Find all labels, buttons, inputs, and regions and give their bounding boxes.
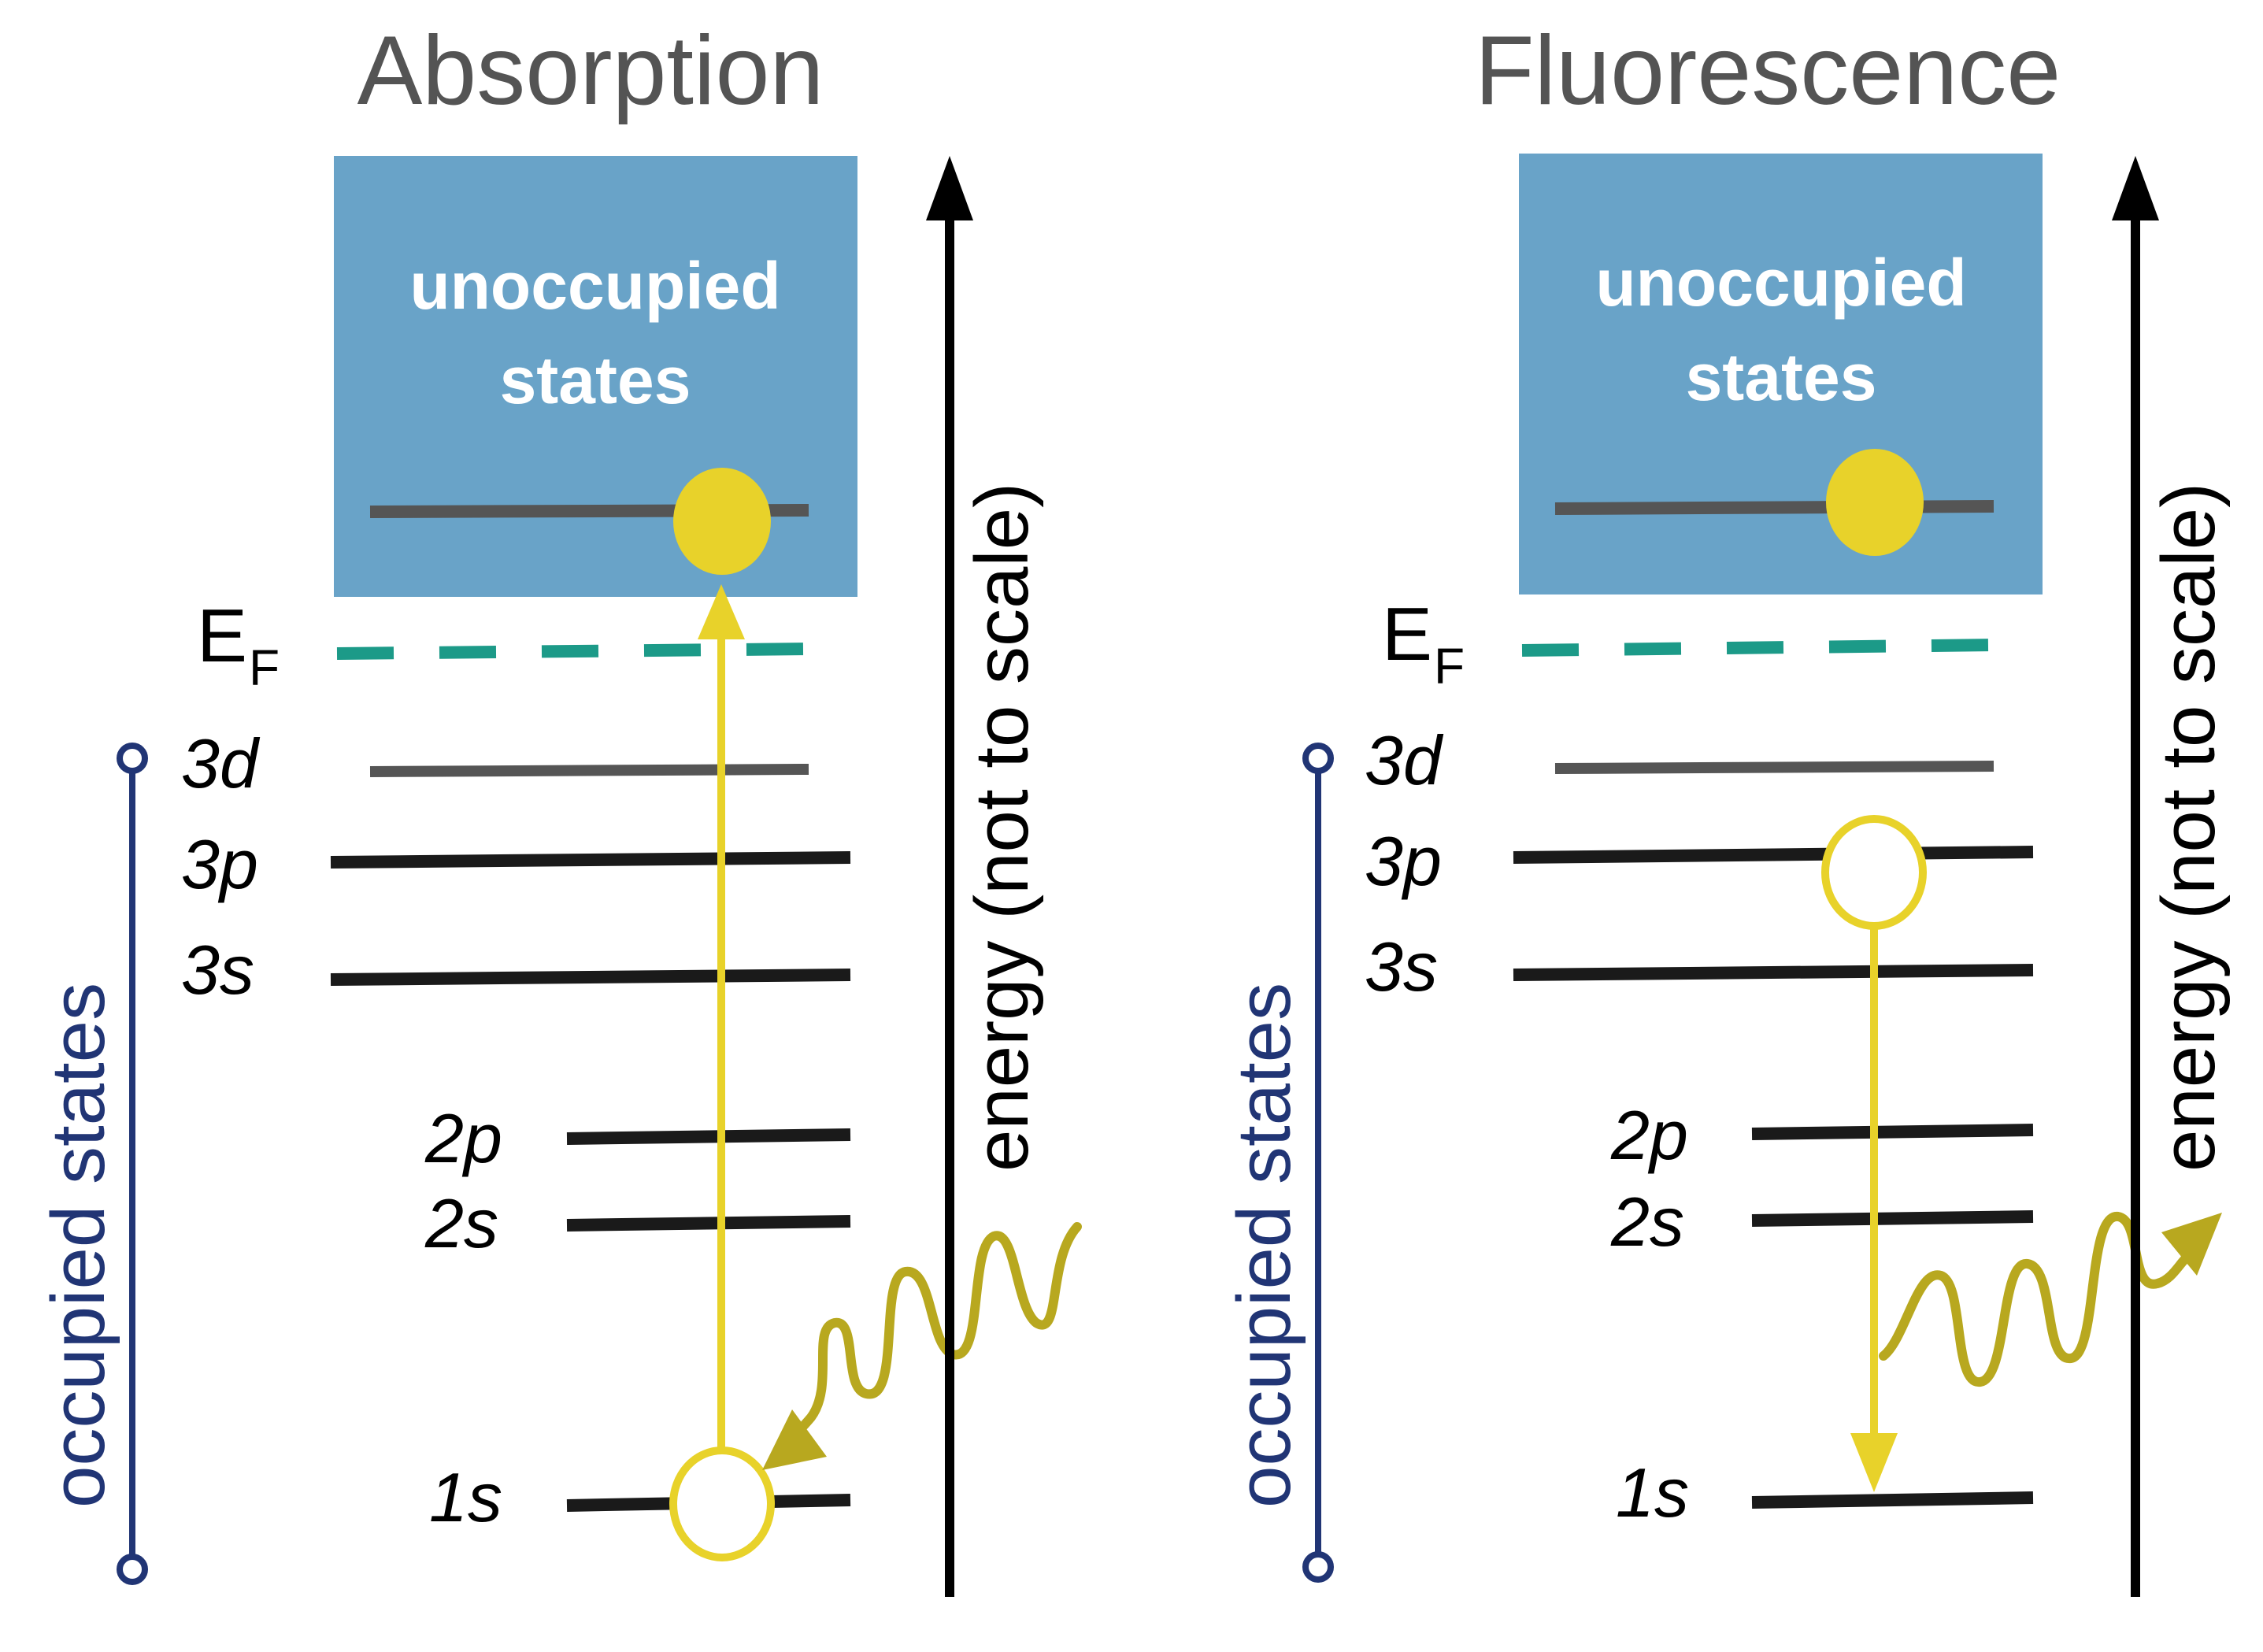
- excited-electron: [1826, 449, 1924, 556]
- level-3p: [330, 851, 851, 869]
- occupied-bracket-top: [117, 743, 148, 774]
- level-3d: [369, 764, 809, 777]
- box-label-line2: states: [500, 343, 691, 417]
- fermi-label: EF: [197, 594, 280, 696]
- occupied-states-label: occupied states: [36, 983, 120, 1508]
- level-2p: [1751, 1124, 2034, 1140]
- level-label-2p: 2p: [424, 1099, 502, 1177]
- occupied-bracket-top: [1302, 743, 1334, 774]
- excited-electron: [673, 468, 771, 575]
- occupied-bracket-bottom: [117, 1554, 148, 1585]
- core-hole: [669, 1446, 775, 1561]
- level-label-1s: 1s: [1616, 1454, 1689, 1532]
- unoccupied-states-box: [1519, 154, 2043, 594]
- fermi-level-line: [1521, 639, 1997, 657]
- level-2p: [566, 1128, 851, 1145]
- incoming-photon: [787, 1222, 1082, 1446]
- fermi-level-line: [336, 643, 812, 660]
- level-2s: [1751, 1210, 2034, 1227]
- box-label-line1: unoccupied: [409, 249, 780, 323]
- fermi-label: EF: [1382, 592, 1465, 695]
- energy-axis-arrowhead: [926, 156, 973, 220]
- level-label-3d: 3d: [1365, 721, 1444, 799]
- valence-hole: [1821, 815, 1927, 930]
- level-label-3p: 3p: [181, 825, 258, 903]
- level-label-2p: 2p: [1610, 1096, 1688, 1174]
- emitted-photon: [1879, 1212, 2194, 1387]
- panel-fluorescence: Fluorescence unoccupied states EF 3d 3p …: [1222, 17, 2231, 1597]
- level-label-2s: 2s: [424, 1184, 498, 1262]
- level-label-1s: 1s: [429, 1458, 502, 1536]
- excitation-arrow-head: [698, 584, 745, 639]
- panel-title: Fluorescence: [1475, 17, 2061, 125]
- level-label-3s: 3s: [181, 931, 254, 1009]
- occupied-states-label: occupied states: [1222, 983, 1306, 1508]
- level-1s: [1751, 1491, 2034, 1509]
- level-label-2s: 2s: [1610, 1183, 1684, 1261]
- box-label-line2: states: [1686, 340, 1877, 414]
- incoming-photon-arrowhead: [762, 1409, 827, 1470]
- panel-title: Absorption: [357, 17, 824, 125]
- emitted-photon-arrowhead: [2161, 1213, 2222, 1276]
- level-label-3s: 3s: [1365, 928, 1438, 1006]
- energy-axis-label: energy (not to scale): [960, 483, 1044, 1172]
- level-3p: [1513, 846, 2034, 864]
- level-label-3p: 3p: [1365, 822, 1442, 900]
- energy-axis-label: energy (not to scale): [2146, 483, 2231, 1172]
- panel-absorption: Absorption unoccupied states EF 3d 3p 3s…: [36, 17, 1082, 1597]
- energy-axis-arrowhead: [2112, 156, 2159, 220]
- level-3s: [1513, 964, 2034, 981]
- level-3s: [330, 969, 851, 986]
- occupied-bracket-bottom: [1302, 1551, 1334, 1583]
- level-2s: [566, 1215, 851, 1232]
- unoccupied-level: [1554, 500, 1994, 515]
- level-3d: [1554, 761, 1994, 774]
- level-label-3d: 3d: [181, 724, 261, 802]
- box-label-line1: unoccupied: [1595, 246, 1966, 320]
- decay-arrow-head: [1850, 1433, 1898, 1492]
